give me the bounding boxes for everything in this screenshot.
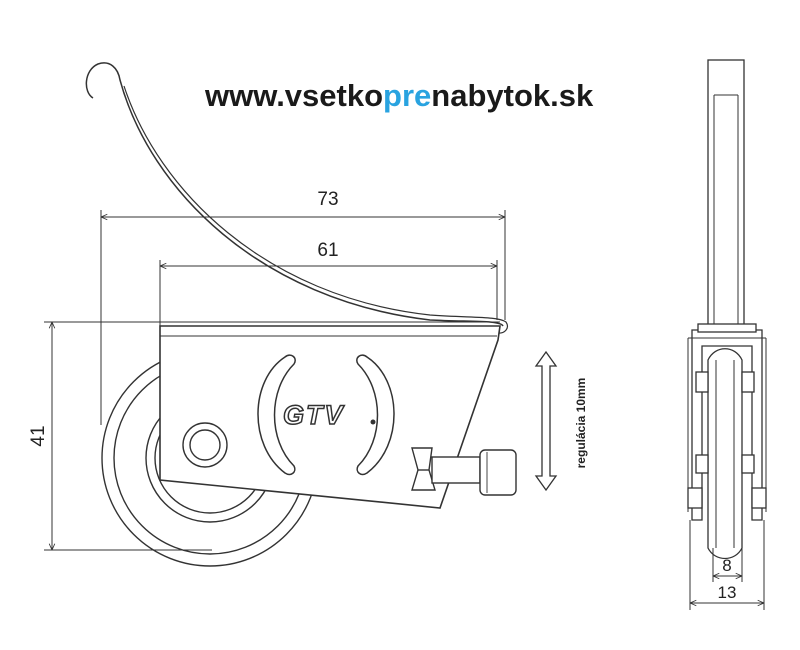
- dimension-bracket-width: [160, 260, 497, 326]
- dimension-73-label: 73: [317, 189, 338, 210]
- dimension-13-label: 13: [718, 583, 737, 602]
- front-wheel: [707, 348, 743, 560]
- dimension-total-width: [101, 210, 505, 425]
- bracket-plate: [159, 325, 501, 509]
- website-url-suffix: nabytok.sk: [431, 78, 594, 113]
- dimension-41-label: 41: [28, 425, 49, 446]
- slot-right: [356, 354, 395, 476]
- website-url: www.vsetkoprenabytok.sk: [205, 78, 625, 114]
- gtv-logo: GTV: [283, 400, 345, 430]
- front-view: [687, 59, 767, 560]
- axle: [182, 422, 228, 468]
- dimension-wheel-width: [713, 548, 742, 582]
- side-view: [85, 62, 517, 567]
- slot-left: [257, 354, 296, 476]
- adjustment-label: regulácia 10mm: [574, 378, 588, 469]
- dimension-height: [44, 322, 500, 550]
- dimension-61-label: 61: [317, 240, 338, 261]
- adjustment-screw: [411, 447, 517, 496]
- website-url-highlight: pre: [383, 78, 432, 113]
- adjustment-arrow: [534, 350, 558, 492]
- spring-hook: [85, 62, 504, 327]
- dimension-8-label: 8: [722, 556, 731, 575]
- dimension-outer-width: [690, 520, 764, 610]
- website-url-prefix: www.vsetko: [205, 78, 384, 113]
